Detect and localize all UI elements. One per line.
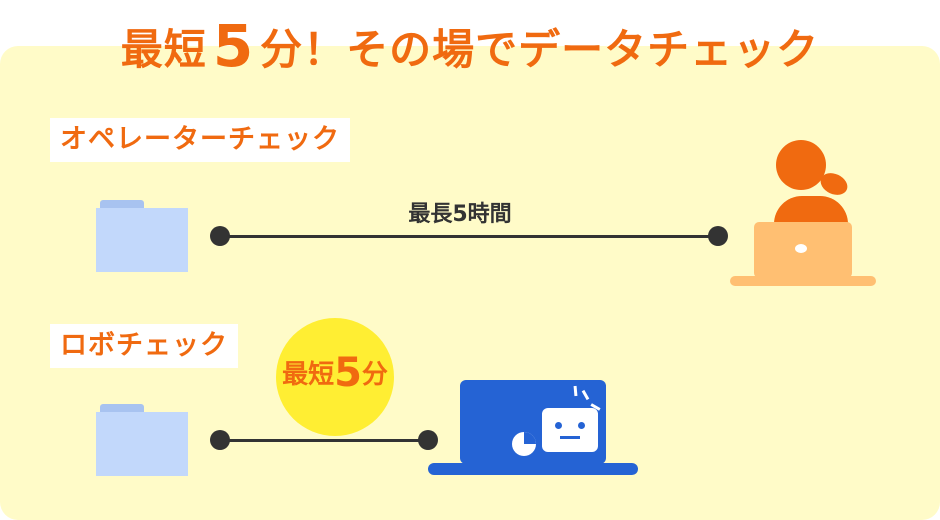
operator-laptop-base [730,276,876,286]
robot-laptop-screen [460,380,606,464]
robot-laptop-icon [428,380,640,478]
folder-icon [96,404,188,476]
operator-head [776,140,826,190]
gauge-icon [512,432,536,456]
gauge-needle [524,432,536,444]
badge-number: 5 [334,350,362,396]
operator-timeline-start-dot [210,226,230,246]
badge-suffix: 分 [361,360,388,390]
folder-body [96,412,188,476]
robot-mouth [560,436,580,439]
operator-laptop-logo [795,244,807,253]
robot-timeline [220,439,428,442]
headline-number: 5 [212,12,255,80]
operator-check-label: オペレーターチェック [50,118,350,162]
badge-prefix: 最短 [282,360,335,390]
folder-icon [96,200,188,272]
robot-laptop-base [428,463,638,475]
robot-check-label: ロボチェック [50,324,238,368]
headline-prefix: 最短 [120,25,207,74]
speed-badge-text: 最短5分 [262,350,408,396]
robot-eye [555,422,562,429]
operator-duration: 最長5時間 [408,202,512,227]
headline-suffix: 分！その場でデータチェック [260,25,820,74]
robot-eye [578,422,585,429]
robot-face [542,408,598,452]
speed-badge [276,318,394,436]
operator-icon [730,140,880,290]
spark-mark [573,385,578,397]
folder-body [96,208,188,272]
operator-timeline-end-dot [708,226,728,246]
spark-mark [581,389,590,401]
robot-timeline-start-dot [210,430,230,450]
robot-timeline-end-dot [418,430,438,450]
operator-timeline [220,235,718,238]
